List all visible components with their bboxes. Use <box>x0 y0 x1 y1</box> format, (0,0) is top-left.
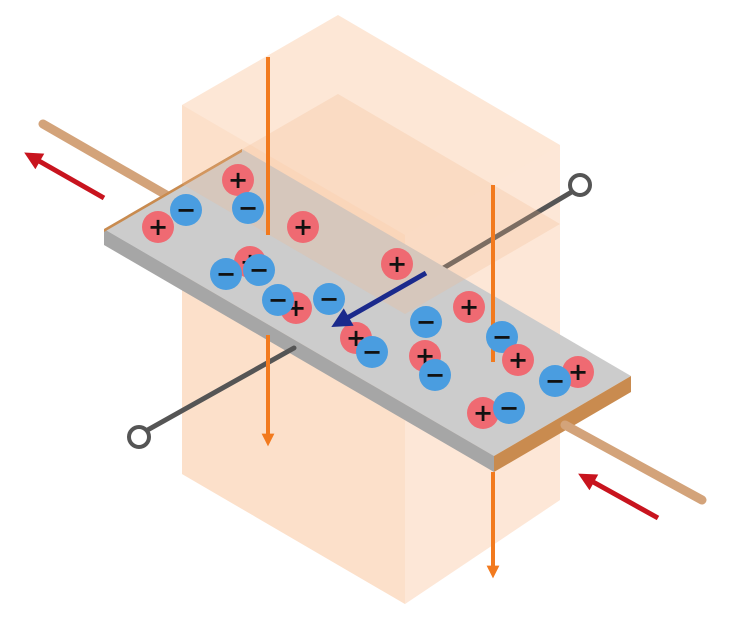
negative-charge: − <box>486 321 518 353</box>
svg-text:−: − <box>216 260 236 288</box>
current-out-arrow-icon <box>24 152 106 201</box>
svg-text:+: + <box>293 213 313 241</box>
negative-charge: − <box>539 365 571 397</box>
charges: + + − − + + − − + − − + + − + − + − − + … <box>142 164 594 429</box>
slab-top-face <box>104 149 631 456</box>
svg-text:+: + <box>473 399 493 427</box>
current-in-arrow-icon <box>578 473 660 521</box>
drift-arrow-icon <box>331 270 428 327</box>
left-lead-wire <box>38 119 180 205</box>
negative-charge: − <box>410 306 442 338</box>
slab-front-face <box>104 229 494 472</box>
svg-text:−: − <box>268 286 288 314</box>
svg-text:−: − <box>492 323 512 351</box>
negative-charge: − <box>210 258 242 290</box>
negative-charge: − <box>356 336 388 368</box>
conductor-slab <box>104 94 631 472</box>
svg-text:−: − <box>319 285 339 313</box>
svg-text:−: − <box>362 338 382 366</box>
positive-charge: + <box>222 164 254 196</box>
terminal-left-icon <box>127 425 151 449</box>
negative-charge: − <box>243 254 275 286</box>
svg-text:−: − <box>416 308 436 336</box>
svg-text:+: + <box>228 166 248 194</box>
negative-charge: − <box>170 194 202 226</box>
svg-text:−: − <box>425 361 445 389</box>
negative-charge: − <box>493 392 525 424</box>
svg-text:+: + <box>148 213 168 241</box>
negative-charge: − <box>232 192 264 224</box>
negative-charge: − <box>313 283 345 315</box>
positive-charge: + <box>287 211 319 243</box>
negative-charge: − <box>262 284 294 316</box>
svg-text:−: − <box>249 256 269 284</box>
svg-text:−: − <box>499 394 519 422</box>
svg-text:+: + <box>508 346 528 374</box>
svg-text:+: + <box>387 250 407 278</box>
positive-charge: + <box>381 248 413 280</box>
svg-text:+: + <box>568 358 588 386</box>
voltage-probe-right <box>427 187 578 279</box>
svg-text:−: − <box>238 194 258 222</box>
positive-charge: + <box>502 344 534 376</box>
negative-charge: − <box>419 359 451 391</box>
svg-text:−: − <box>545 367 565 395</box>
svg-text:−: − <box>176 196 196 224</box>
positive-charge: + <box>467 397 499 429</box>
positive-charge: + <box>142 211 174 243</box>
right-lead-wire <box>560 420 707 505</box>
positive-charge: + <box>453 291 485 323</box>
terminal-right-icon <box>568 173 592 197</box>
svg-text:+: + <box>459 293 479 321</box>
